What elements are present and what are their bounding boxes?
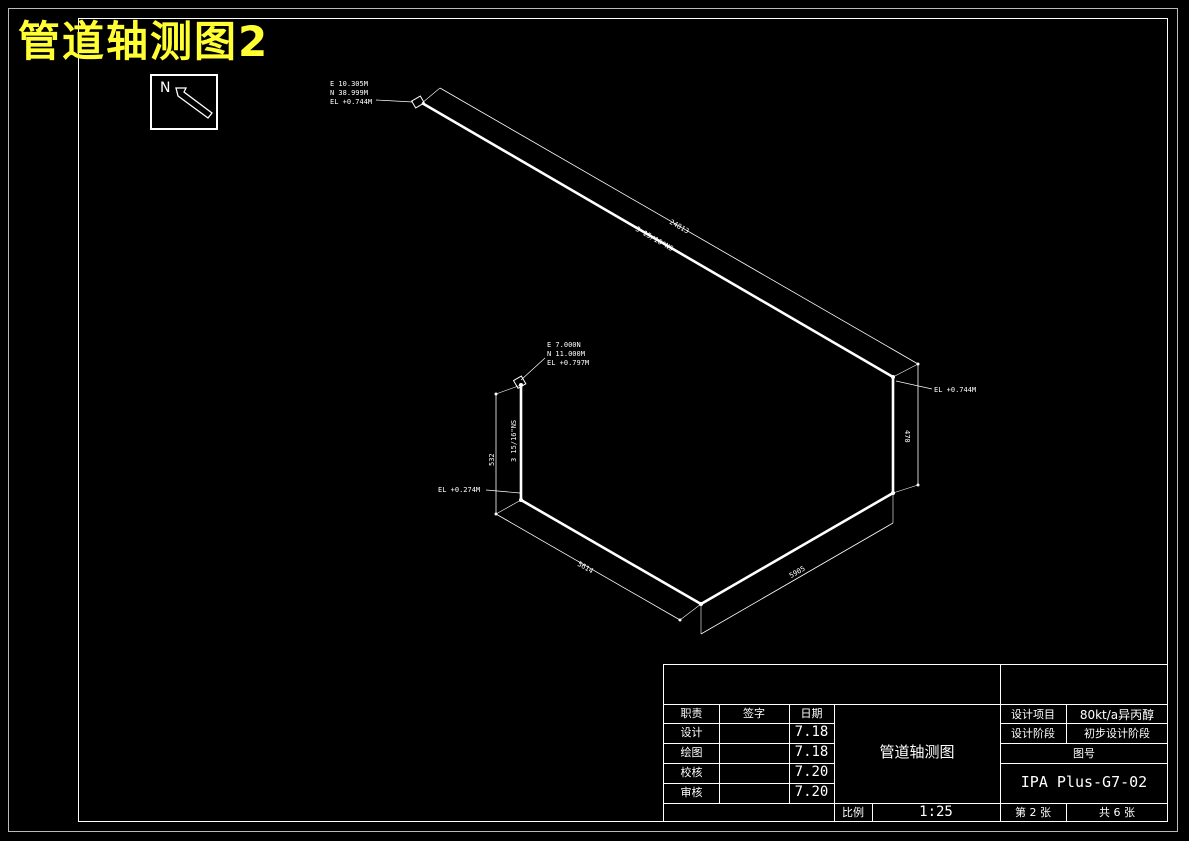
- tb-date-review: 7.20: [794, 784, 829, 800]
- dim-right-vert-text: 470: [903, 430, 911, 443]
- end-e-coord: E 7.000N: [547, 341, 581, 349]
- flange-start: [410, 95, 426, 109]
- start-e-coord: E 10.305M: [330, 80, 368, 88]
- tb-stage-value: 初步设计阶段: [1084, 727, 1150, 740]
- dim-line-long: [439, 87, 919, 365]
- start-n-coord: N 38.999M: [330, 89, 368, 97]
- el-label-left: EL +0.274M: [438, 486, 481, 494]
- tb-date-design: 7.18: [794, 724, 829, 740]
- tb-project-value: 80kt/a异丙醇: [1079, 708, 1155, 722]
- title-block: 职责 签字 日期 设计 7.18 绘图 7.18 校核 7.20 审核 7.20…: [663, 664, 1168, 822]
- north-arrow-box: N: [150, 74, 218, 130]
- tb-role-check: 校核: [680, 766, 703, 779]
- dim-line-bottom-left: [495, 513, 681, 621]
- tb-total-sheets: 共 6 张: [1099, 806, 1135, 819]
- page-title: 管道轴测图2: [18, 17, 270, 66]
- dim-left-vert-text: 532: [488, 453, 496, 466]
- start-el-coord: EL +0.744M: [330, 98, 373, 106]
- north-label: N: [160, 80, 171, 96]
- end-point-coords: E 7.000N N 11.000M EL +0.797M: [547, 341, 589, 368]
- tb-col-date: 日期: [800, 707, 823, 720]
- tb-col-role: 职责: [680, 707, 703, 720]
- el-label-right: EL +0.744M: [934, 386, 977, 394]
- tb-role-review: 审核: [680, 786, 703, 799]
- tb-drawing-no-label: 图号: [1073, 747, 1095, 760]
- end-el-coord: EL +0.797M: [547, 359, 590, 367]
- pipe-bottom-left: [520, 498, 702, 606]
- tb-drawing-no: IPA Plus-G7-02: [1020, 773, 1148, 791]
- drawing-outer-border: [8, 8, 1178, 832]
- tb-project-label: 设计项目: [1011, 708, 1055, 721]
- tb-scale-value: 1:25: [919, 804, 953, 820]
- end-n-coord: N 11.000M: [547, 350, 585, 358]
- spec-vert-text: 3 15/16"NS: [510, 419, 518, 462]
- drawing-inner-border: [78, 18, 1168, 822]
- tb-date-draw: 7.18: [794, 744, 829, 760]
- tb-date-check: 7.20: [794, 764, 829, 780]
- tb-drawing-name: 管道轴测图: [879, 743, 955, 761]
- tb-stage-label: 设计阶段: [1011, 727, 1055, 740]
- north-arrow-icon: [175, 87, 213, 119]
- tb-role-draw: 绘图: [680, 746, 703, 759]
- tb-col-sign: 签字: [743, 707, 765, 720]
- tb-role-design: 设计: [680, 726, 703, 739]
- tb-sheet-number: 第 2 张: [1015, 806, 1051, 819]
- pipe-long-run: [421, 101, 894, 379]
- dim-line-bottom-right: [700, 522, 894, 635]
- start-point-coords: E 10.305M N 38.999M EL +0.744M: [330, 80, 372, 107]
- pipe-bottom-right: [700, 491, 894, 606]
- tb-scale-label: 比例: [842, 806, 864, 819]
